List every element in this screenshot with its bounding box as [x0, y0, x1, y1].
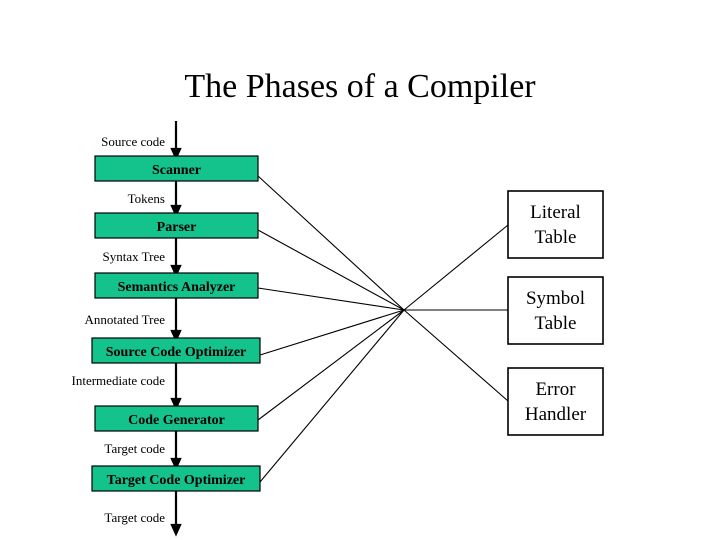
table-box-error-handler[interactable]: Error Handler [507, 367, 604, 436]
phase-box-target-code-optimizer-rect[interactable] [91, 465, 261, 492]
flow-label-tokens: Tokens [128, 191, 165, 206]
link-line-hub-error-handler [403, 309, 509, 402]
table-box-literal-table-label-line1: Literal [530, 202, 581, 223]
page-title: The Phases of a Compiler [184, 68, 536, 105]
table-box-literal-table-rect[interactable] [507, 190, 604, 259]
table-box-symbol-table-label-line2: Table [535, 313, 577, 334]
hub-left-connectors [257, 175, 405, 483]
phase-box-scanner[interactable]: Scanner [94, 155, 259, 182]
phase-box-code-generator-label: Code Generator [128, 413, 225, 428]
link-line-hub-literal-table [403, 224, 509, 311]
link-line-source-code-optimizer-hub [259, 309, 405, 356]
flow-label-target-code-upper: Target code [104, 441, 165, 456]
link-line-semantics-analyzer-hub [257, 287, 405, 311]
flow-label-annotated-tree: Annotated Tree [84, 312, 165, 327]
link-line-code-generator-hub [257, 309, 405, 421]
phase-box-source-code-optimizer-label: Source Code Optimizer [106, 345, 247, 360]
link-line-target-code-optimizer-hub [259, 309, 405, 483]
table-box-literal-table[interactable]: Literal Table [507, 190, 604, 259]
phase-box-semantics-analyzer-label: Semantics Analyzer [118, 280, 236, 295]
phase-box-scanner-rect[interactable] [94, 155, 259, 182]
table-box-error-handler-rect[interactable] [507, 367, 604, 436]
flow-labels: Source code Tokens Syntax Tree Annotated… [72, 134, 166, 525]
phase-box-scanner-label: Scanner [152, 163, 201, 178]
phase-box-semantics-analyzer-rect[interactable] [94, 272, 259, 299]
table-box-symbol-table[interactable]: Symbol Table [507, 276, 604, 345]
table-box-error-handler-label-line2: Handler [525, 404, 587, 425]
table-box-symbol-table-label-line1: Symbol [526, 288, 585, 309]
flow-label-source-code: Source code [101, 134, 165, 149]
phase-box-source-code-optimizer[interactable]: Source Code Optimizer [91, 337, 261, 364]
phase-box-parser-label: Parser [157, 220, 197, 235]
table-box-symbol-table-rect[interactable] [507, 276, 604, 345]
phase-box-target-code-optimizer[interactable]: Target Code Optimizer [91, 465, 261, 492]
phase-box-semantics-analyzer[interactable]: Semantics Analyzer [94, 272, 259, 299]
phase-box-parser-rect[interactable] [94, 212, 259, 239]
table-box-error-handler-label-line1: Error [535, 379, 576, 400]
table-box-literal-table-label-line2: Table [535, 227, 577, 248]
phase-box-source-code-optimizer-rect[interactable] [91, 337, 261, 364]
link-line-parser-hub [257, 229, 405, 311]
phase-box-target-code-optimizer-label: Target Code Optimizer [107, 473, 246, 488]
link-line-scanner-hub [257, 175, 405, 311]
phase-box-code-generator[interactable]: Code Generator [94, 405, 259, 432]
phase-box-parser[interactable]: Parser [94, 212, 259, 239]
flow-label-intermediate-code: Intermediate code [72, 373, 166, 388]
hub-right-connectors [403, 224, 509, 402]
flow-label-target-code-output: Target code [104, 510, 165, 525]
phase-box-code-generator-rect[interactable] [94, 405, 259, 432]
flow-label-syntax-tree: Syntax Tree [103, 249, 166, 264]
